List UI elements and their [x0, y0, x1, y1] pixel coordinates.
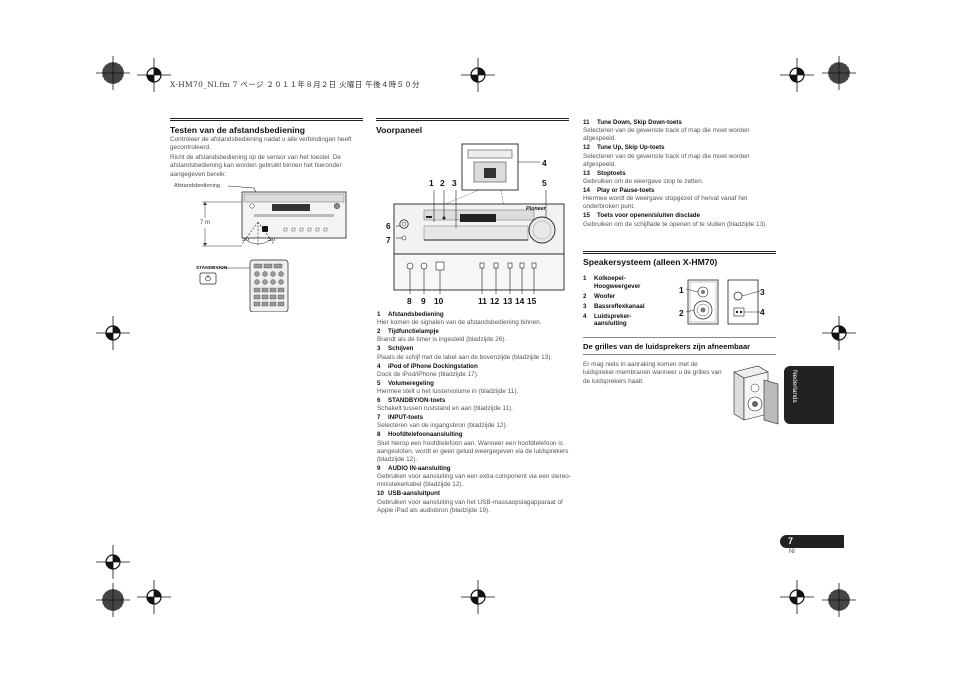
language-side-tab: Nederlands — [784, 366, 834, 424]
registration-mark — [96, 583, 130, 617]
grilles-paragraph: Er mag niets in aanraking komen met de l… — [583, 361, 722, 385]
language-tab-label: Nederlands — [791, 370, 798, 403]
divider — [583, 354, 776, 355]
page-number: 7 — [788, 536, 794, 546]
callout-12: 12 — [490, 296, 500, 306]
divider — [583, 337, 776, 338]
speaker-callout-4: 4 — [760, 307, 765, 317]
section-rule — [376, 118, 569, 121]
registration-mark — [780, 580, 814, 614]
remote-sensor-label: Afstandsbediening — [174, 183, 221, 189]
registration-mark — [822, 56, 856, 90]
page-number-tab: 7 — [780, 535, 844, 548]
grille-figure — [724, 360, 780, 426]
section-title-grilles: De grilles van de luidsprekers zijn afne… — [583, 342, 751, 351]
callout-4: 4 — [542, 158, 547, 168]
speaker-callout-2: 2 — [679, 308, 684, 318]
registration-mark — [137, 58, 171, 92]
callout-5: 5 — [542, 178, 547, 188]
speaker-illustration — [685, 279, 761, 325]
section-title-front-panel: Voorpaneel — [376, 125, 423, 135]
range-distance-label: 7 m — [200, 220, 211, 226]
callout-2: 2 — [440, 178, 445, 188]
grille-removal-illustration — [733, 365, 779, 425]
section-rule — [583, 251, 776, 254]
registration-mark — [822, 583, 856, 617]
speaker-callout-3: 3 — [760, 287, 765, 297]
front-panel-figure: Pioneer 1 2 3 4 5 6 7 8 9 10 11 12 13 14… — [376, 138, 570, 310]
registration-mark — [96, 545, 130, 579]
remote-test-paragraph-2: Richt de afstandsbediening op de sensor … — [170, 154, 342, 178]
angle-left-label: 30° — [242, 236, 252, 243]
registration-mark — [461, 58, 495, 92]
remote-range-figure: Afstandsbediening 7 m 30° 30° STANDBY/ON — [172, 182, 352, 312]
registration-mark — [822, 316, 856, 350]
file-header: X-HM70_Nl.fm 7 ページ ２０１１年８月２日 火曜日 午後４時５０分 — [170, 80, 420, 89]
callout-6: 6 — [386, 221, 391, 231]
section-title-remote-test: Testen van de afstandsbediening — [170, 125, 305, 135]
callout-1: 1 — [429, 178, 434, 188]
section-title-speakers: Speakersysteem (alleen X-HM70) — [583, 257, 718, 267]
registration-mark — [461, 580, 495, 614]
angle-right-label: 30° — [268, 236, 278, 243]
speaker-figure: 1 2 3 4 — [678, 278, 778, 328]
front-panel-brand: Pioneer — [526, 206, 546, 212]
callout-11: 11 — [478, 296, 487, 306]
registration-mark — [780, 58, 814, 92]
registration-mark — [137, 580, 171, 614]
front-panel-illustration — [393, 143, 565, 294]
remote-range-illustration — [199, 185, 347, 312]
section-rule — [170, 118, 363, 121]
callout-15: 15 — [527, 296, 537, 306]
registration-mark — [96, 56, 130, 90]
callout-7: 7 — [386, 235, 391, 245]
remote-test-paragraph-1: Controleer de afstandsbediening nadat u … — [170, 136, 352, 152]
callout-9: 9 — [421, 296, 426, 306]
callout-3: 3 — [452, 178, 457, 188]
standby-on-label: STANDBY/ON — [196, 266, 228, 271]
speaker-callout-1: 1 — [679, 285, 684, 295]
callout-8: 8 — [407, 296, 412, 306]
registration-mark — [96, 316, 130, 350]
page-language-code: Nl — [789, 549, 795, 555]
callout-14: 14 — [515, 296, 525, 306]
callout-13: 13 — [503, 296, 513, 306]
callout-10: 10 — [434, 296, 444, 306]
